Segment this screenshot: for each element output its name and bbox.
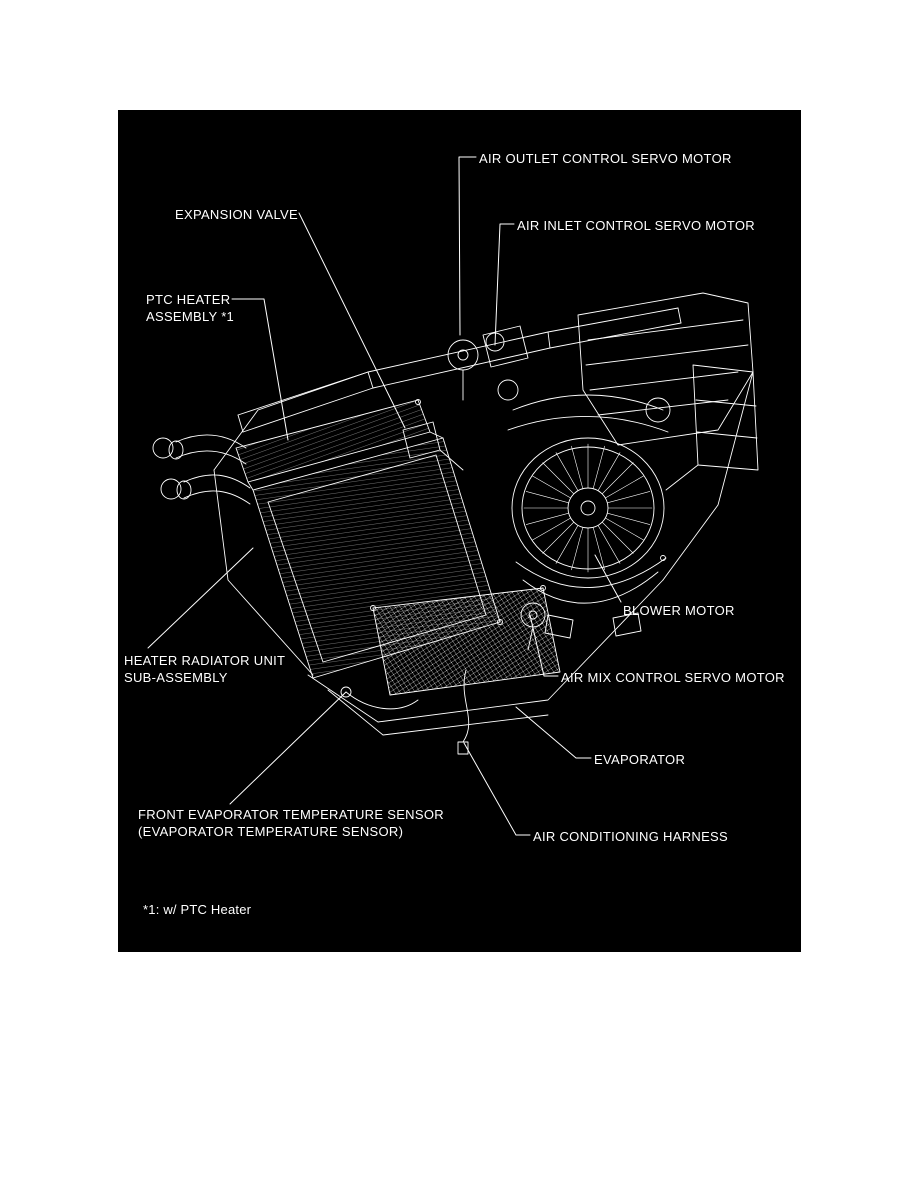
housing-frame-art (213, 307, 754, 736)
label-expansion-valve: EXPANSION VALVE (175, 207, 298, 222)
evaporator-art (370, 555, 666, 696)
leader-expansion-valve (298, 212, 406, 429)
leader-evaporator (515, 706, 592, 759)
label-evaporator: EVAPORATOR (594, 752, 686, 767)
label-heater-radiator-unit-sub-assembly: HEATER RADIATOR UNIT SUB-ASSEMBLY (124, 653, 286, 685)
label-air-inlet-control-servo-motor: AIR INLET CONTROL SERVO MOTOR (517, 218, 755, 233)
leader-front-evap-sensor (229, 691, 347, 805)
leader-air-outlet-servo (458, 156, 477, 336)
leader-ac-harness (463, 742, 531, 836)
leader-air-mix-servo (529, 614, 559, 677)
hvac-line-art (147, 156, 759, 836)
footnote-ptc-heater: *1: w/ PTC Heater (143, 902, 252, 917)
label-air-mix-control-servo-motor: AIR MIX CONTROL SERVO MOTOR (561, 670, 785, 685)
label-air-outlet-control-servo-motor: AIR OUTLET CONTROL SERVO MOTOR (479, 151, 732, 166)
leader-blower-motor (594, 554, 622, 603)
label-blower-motor: BLOWER MOTOR (623, 603, 735, 618)
harness-art (340, 669, 470, 755)
leader-air-inlet-servo (494, 223, 515, 346)
label-ptc-heater-assembly: PTC HEATER ASSEMBLY *1 (146, 292, 235, 324)
label-air-conditioning-harness: AIR CONDITIONING HARNESS (533, 829, 728, 844)
blower-motor-art (511, 437, 667, 639)
servo-cluster-art (402, 325, 529, 471)
heater-pipes-art (152, 434, 251, 505)
label-front-evaporator-temperature-sensor: FRONT EVAPORATOR TEMPERATURE SENSOR (EVA… (138, 807, 444, 839)
diagram-canvas: AIR OUTLET CONTROL SERVO MOTOR EXPANSION… (118, 110, 801, 952)
leader-heater-radiator (147, 547, 254, 649)
air-inlet-housing-art (577, 292, 759, 491)
leader-ptc-heater (231, 298, 289, 441)
leader-lines (147, 156, 622, 836)
